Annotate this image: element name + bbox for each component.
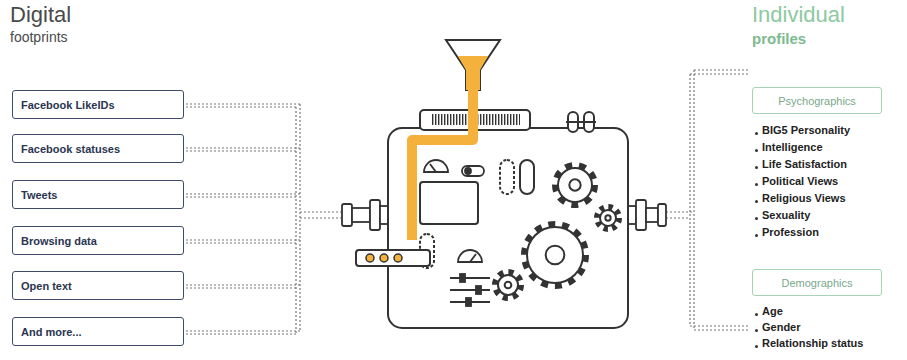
profile-item: Religious Views: [762, 192, 846, 204]
source-label: And more...: [21, 326, 82, 338]
bullet-dot: [755, 183, 758, 186]
profile-item: Political Views: [762, 175, 838, 187]
category-label: Demographics: [782, 277, 853, 289]
leader-lines: [186, 70, 750, 334]
source-box: Tweets: [12, 180, 184, 209]
funnel: [446, 40, 500, 90]
profile-item: BIG5 Personality: [762, 124, 850, 136]
bullet-dot: [755, 132, 758, 135]
profile-item: Intelligence: [762, 141, 823, 153]
gauges: [424, 160, 490, 306]
bullet-dot: [755, 166, 758, 169]
category-box: Psychographics: [752, 87, 882, 114]
source-label: Facebook statuses: [21, 143, 120, 155]
source-box: Facebook LikeIDs: [12, 90, 184, 119]
bullet-dot: [755, 200, 758, 203]
gears: [495, 165, 619, 298]
bullet-dot: [755, 149, 758, 152]
source-label: Tweets: [21, 189, 57, 201]
bullet-dot: [755, 329, 758, 332]
source-label: Open text: [21, 280, 72, 292]
bullet-dot: [755, 217, 758, 220]
indicator-dots: [366, 254, 402, 262]
section-title: Individual: [752, 2, 845, 28]
profile-item: Relationship status: [762, 337, 863, 349]
profile-item: Age: [762, 305, 783, 317]
source-label: Browsing data: [21, 235, 97, 247]
machine-body: [356, 110, 628, 328]
profile-item: Life Satisfaction: [762, 158, 847, 170]
source-box: Open text: [12, 271, 184, 300]
profile-item: Sexuality: [762, 209, 810, 221]
source-box: And more...: [12, 317, 184, 346]
profile-item: Gender: [762, 321, 801, 333]
bullet-dot: [755, 345, 758, 348]
source-box: Facebook statuses: [12, 134, 184, 163]
profile-item: Profession: [762, 226, 819, 238]
source-box: Browsing data: [12, 226, 184, 255]
orange-pipe: [412, 90, 473, 240]
category-label: Psychographics: [778, 95, 856, 107]
bullet-dot: [755, 234, 758, 237]
funnel-fill: [458, 56, 488, 90]
bullet-dot: [755, 313, 758, 316]
section-subtitle: profiles: [752, 30, 806, 47]
section-subtitle: footprints: [10, 29, 68, 45]
source-label: Facebook LikeIDs: [21, 99, 115, 111]
category-box: Demographics: [752, 269, 882, 296]
section-title: Digital: [10, 2, 71, 28]
